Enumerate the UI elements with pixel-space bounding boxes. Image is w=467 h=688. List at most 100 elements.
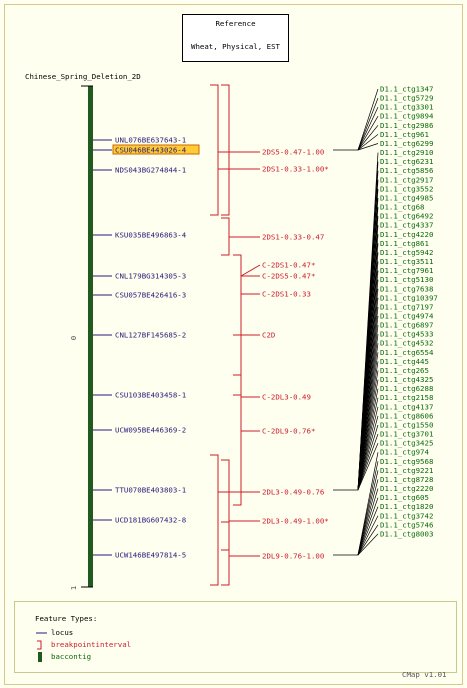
- legend: Feature Types: locus breakpointinterval …: [14, 601, 457, 673]
- contig-link-line: [357, 470, 379, 556]
- reference-title: Reference: [215, 19, 256, 28]
- interval-bracket: [221, 521, 230, 586]
- contig-label: D1.1_ctg974: [380, 448, 429, 457]
- contig-link-line: [357, 143, 379, 151]
- contig-label: D1.1_ctg7197: [380, 302, 433, 311]
- contig-label: D1.1_ctg6554: [380, 348, 434, 357]
- interval-label: C-2DL9-0.76*: [262, 427, 315, 436]
- locus-line-icon: [36, 632, 47, 634]
- interval-label: C2D: [262, 331, 275, 340]
- green-bar-icon: [38, 652, 42, 662]
- contig-label: D1.1_ctg861: [380, 239, 429, 248]
- contig-link-line: [357, 134, 379, 151]
- contig-label: D1.1_ctg4533: [380, 330, 433, 339]
- contig-label: D1.1_ctg3301: [380, 103, 433, 112]
- interval-bracket: [210, 454, 219, 586]
- locus-label: UNL076BE637643-1: [115, 136, 186, 145]
- contig-label: D1.1_ctg4137: [380, 402, 433, 411]
- legend-label: breakpointinterval: [51, 640, 132, 649]
- contig-label: D1.1_ctg8003: [380, 529, 433, 538]
- contig-label: D1.1_ctg2910: [380, 148, 433, 157]
- locus-label: TTU070BE403803-1: [115, 486, 186, 495]
- chromosome-bar: [88, 86, 93, 587]
- contig-label: D1.1_ctg1820: [380, 502, 433, 511]
- contig-label: D1.1_ctg961: [380, 130, 429, 139]
- axis-end-label: 1: [69, 586, 78, 590]
- interval-label: C-2DS1-0.33: [262, 290, 311, 299]
- axis-start-label: 0: [69, 336, 78, 340]
- interval-layer: 2DS5-0.47-1.002DS1-0.33-1.00*2DS1-0.33-0…: [210, 84, 329, 586]
- locus-label: CSU046BE443026-4: [115, 146, 187, 155]
- locus-highlight: [112, 144, 200, 155]
- legend-label: baccontig: [51, 652, 92, 661]
- interval-bracket: [221, 217, 230, 256]
- contig-label: D1.1_ctg3742: [380, 511, 433, 520]
- contig-label: D1.1_ctg9894: [380, 112, 434, 121]
- contig-label: D1.1_ctg68: [380, 203, 425, 212]
- contig-label: D1.1_ctg5942: [380, 248, 433, 257]
- contig-label: D1.1_ctg6492: [380, 212, 433, 221]
- contig-label: D1.1_ctg3425: [380, 439, 433, 448]
- contig-link-line: [357, 88, 379, 151]
- interval-label: 2DL3-0.49-0.76: [262, 488, 324, 497]
- interval-label: C-2DS5-0.47*: [262, 272, 315, 281]
- interval-bracket: [221, 459, 230, 551]
- reference-subtitle: Wheat, Physical, EST: [191, 42, 280, 51]
- interval-label: 2DS1-0.33-0.47: [262, 233, 324, 242]
- contig-label: D1.1_ctg4532: [380, 339, 433, 348]
- contig-link-line: [357, 97, 379, 151]
- contig-link-line: [357, 107, 379, 151]
- contig-label: D1.1_ctg4985: [380, 193, 433, 202]
- interval-bracket: [233, 334, 242, 396]
- contig-label: D1.1_ctg5856: [380, 166, 433, 175]
- interval-label: 2DS5-0.47-1.00: [262, 148, 324, 157]
- map-layer: Chinese_Spring_Deletion_2D 0 1 UNL076BE6376…: [25, 72, 200, 590]
- interval-bracket: [210, 84, 219, 216]
- locus-label: NDS043BG274844-1: [115, 166, 186, 175]
- contig-label: D1.1_ctg3511: [380, 257, 433, 266]
- locus-label: UCW146BE497814-5: [115, 551, 186, 560]
- contig-label: D1.1_ctg445: [380, 357, 429, 366]
- contig-label: D1.1_ctg4220: [380, 230, 433, 239]
- contig-label: D1.1_ctg6231: [380, 157, 433, 166]
- contig-label: D1.1_ctg6299: [380, 139, 433, 148]
- contig-link-line: [357, 424, 379, 491]
- contig-link-line: [357, 506, 379, 556]
- footer-version: CMap v1.01: [402, 670, 447, 679]
- contig-label: D1.1_ctg9568: [380, 457, 433, 466]
- map-title: Chinese_Spring_Deletion_2D: [25, 72, 141, 81]
- contig-link-line: [357, 442, 379, 491]
- contig-label: D1.1_ctg8728: [380, 475, 433, 484]
- contig-link-line: [357, 415, 379, 491]
- contig-label: D1.1_ctg265: [380, 366, 429, 375]
- interval-label: C-2DL3-0.49: [262, 393, 311, 402]
- reference-box: Reference Wheat, Physical, EST: [182, 14, 289, 62]
- locus-label: UCD181BG607432-8: [115, 516, 186, 525]
- contig-label: D1.1_ctg1550: [380, 420, 433, 429]
- contig-link-line: [357, 524, 379, 556]
- contig-label: D1.1_ctg6897: [380, 321, 433, 330]
- interval-connector: [240, 264, 261, 277]
- legend-title: Feature Types:: [35, 614, 98, 623]
- contig-label: D1.1_ctg1347: [380, 85, 433, 94]
- locus-label: CNL127BF145685-2: [115, 331, 186, 340]
- contig-link-line: [357, 116, 379, 151]
- contig-label: D1.1_ctg4974: [380, 312, 434, 321]
- contig-label: D1.1_ctg9221: [380, 466, 433, 475]
- contig-label: D1.1_ctg6288: [380, 384, 433, 393]
- contig-label: D1.1_ctg8606: [380, 411, 433, 420]
- contig-label: D1.1_ctg2158: [380, 393, 433, 402]
- contig-label: D1.1_ctg2917: [380, 175, 433, 184]
- contig-label: D1.1_ctg4325: [380, 375, 433, 384]
- locus-label: CSU057BE426416-3: [115, 291, 186, 300]
- legend-label: locus: [51, 628, 74, 637]
- frame-border: [4, 4, 463, 685]
- interval-bracket: [233, 254, 242, 336]
- contig-label: D1.1_ctg4337: [380, 221, 433, 230]
- interval-bracket: [221, 84, 230, 216]
- contig-label: D1.1_ctg605: [380, 493, 429, 502]
- contig-link-line: [357, 533, 379, 556]
- interval-label: 2DL9-0.76-1.00: [262, 552, 324, 561]
- contig-link-line: [357, 406, 379, 491]
